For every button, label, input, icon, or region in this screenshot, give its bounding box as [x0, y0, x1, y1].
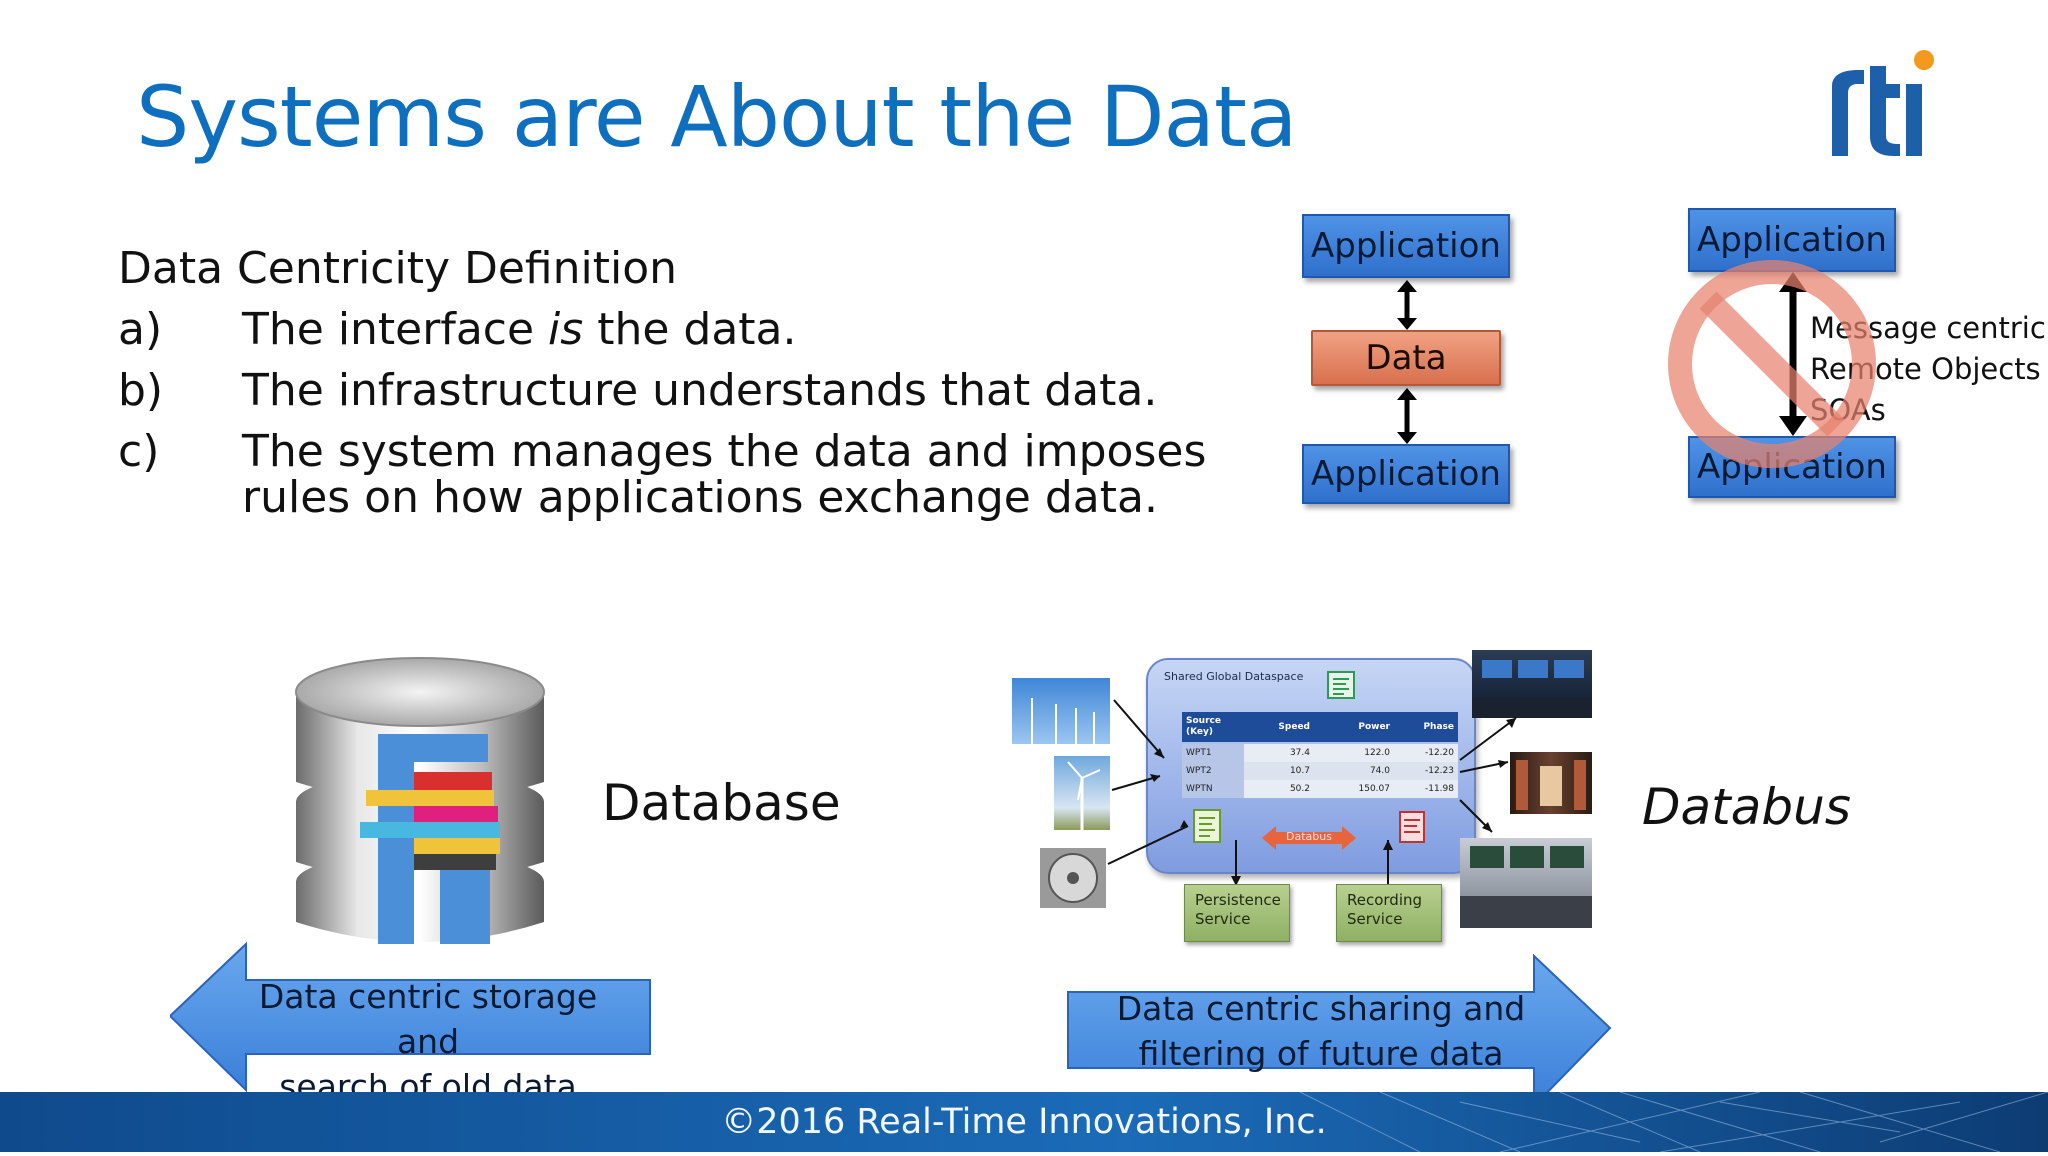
service-label-line: Service — [1195, 910, 1251, 928]
service-label-line: Recording — [1347, 891, 1423, 909]
connector-lines — [1107, 699, 1393, 886]
database-icon — [295, 657, 545, 944]
data-centric-bottom-application-box: Application — [1302, 444, 1510, 504]
document-icon — [1327, 671, 1355, 699]
item-label: b) — [118, 365, 164, 416]
service-label-line: Persistence — [1195, 891, 1281, 909]
table-header-cell: Phase — [1394, 712, 1458, 742]
item-text-before: The interface — [242, 304, 549, 355]
item-text: The infrastructure understands that data… — [242, 365, 1158, 416]
slide-title: Systems are About the Data — [136, 68, 1297, 166]
wind-turbine-photo — [1054, 756, 1110, 830]
footer-copyright: ©2016 Real-Time Innovations, Inc. — [721, 1102, 1327, 1142]
network-pattern-decoration — [1299, 1091, 2048, 1153]
table-cell: 37.4 — [1244, 744, 1314, 762]
table-cell: -11.98 — [1394, 780, 1458, 798]
meter-photo — [1040, 848, 1106, 908]
rti-logo — [1832, 50, 1934, 156]
footer-bar — [0, 1091, 2048, 1153]
data-table: Source (Key) Speed Power Phase WPT1 37.4… — [1182, 712, 1458, 798]
double-arrow-icon — [1397, 280, 1417, 330]
item-text: The system manages the data and imposes — [242, 426, 1207, 477]
right-arrow-shape — [1067, 953, 1612, 1109]
table-cell: WPT2 — [1182, 762, 1244, 780]
data-centric-top-application-box: Application — [1302, 214, 1510, 278]
table-cell: 50.2 — [1244, 780, 1314, 798]
table-cell: 122.0 — [1314, 744, 1394, 762]
arrow-text-line: filtering of future data — [1138, 1034, 1504, 1073]
remote-objects-label: Remote Objects — [1810, 352, 2041, 386]
prohibited-icon — [1668, 260, 1876, 468]
database-label: Database — [602, 774, 841, 832]
table-cell: 150.07 — [1314, 780, 1394, 798]
database-arrow-text: Data centric storage and search of old d… — [232, 974, 624, 1109]
operations-center-photo — [1460, 838, 1592, 928]
wind-turbines-photo — [1012, 678, 1110, 744]
document-icon — [1399, 811, 1425, 843]
recording-service-box: Recording Service — [1336, 884, 1442, 942]
message-centric-top-application-box: Application — [1688, 208, 1896, 272]
databus-arrow-icon — [1262, 826, 1356, 850]
item-text-after: the data. — [583, 304, 797, 355]
definition-block: Data Centricity Definition a) The interfa… — [118, 238, 1207, 523]
table-cell: -12.20 — [1394, 744, 1458, 762]
document-icon — [1193, 809, 1221, 843]
definition-item-c: c) The system manages the data and impose… — [118, 421, 1207, 523]
table-cell: 10.7 — [1244, 762, 1314, 780]
definition-item-a: a) The interface is the data. — [118, 299, 1206, 360]
table-cell: 74.0 — [1314, 762, 1394, 780]
arrow-text-line: Data centric storage and — [258, 977, 598, 1061]
table-cell: WPT1 — [1182, 744, 1244, 762]
service-label-line: Service — [1347, 910, 1403, 928]
persistence-service-box: Persistence Service — [1184, 884, 1290, 942]
left-arrow-shape — [170, 941, 651, 1092]
databus-arrow-text: Data centric sharing and filtering of fu… — [1086, 986, 1556, 1076]
databus-bus-label: Databus — [1286, 830, 1332, 843]
data-box: Data — [1311, 330, 1501, 386]
server-room-photo — [1510, 752, 1592, 814]
table-header-cell: Power — [1314, 712, 1394, 742]
item-text-emphasis: is — [548, 304, 584, 355]
dataspace-title: Shared Global Dataspace — [1164, 670, 1304, 683]
item-text-continuation: rules on how applications exchange data. — [242, 472, 1158, 523]
item-label: a) — [118, 304, 163, 355]
table-header-cell: Source (Key) — [1182, 712, 1244, 742]
databus-label: Databus — [1642, 778, 1851, 836]
table-cell: WPTN — [1182, 780, 1244, 798]
table-cell: -12.23 — [1394, 762, 1458, 780]
definition-heading: Data Centricity Definition — [118, 243, 678, 294]
definition-item-b: b) The infrastructure understands that da… — [118, 360, 1206, 421]
arrow-text-line: Data centric sharing and — [1116, 989, 1526, 1028]
control-room-photo — [1472, 650, 1592, 718]
connector-lines — [1459, 717, 1517, 833]
item-label: c) — [118, 426, 160, 477]
table-header-cell: Speed — [1244, 712, 1314, 742]
double-arrow-icon — [1397, 388, 1417, 444]
